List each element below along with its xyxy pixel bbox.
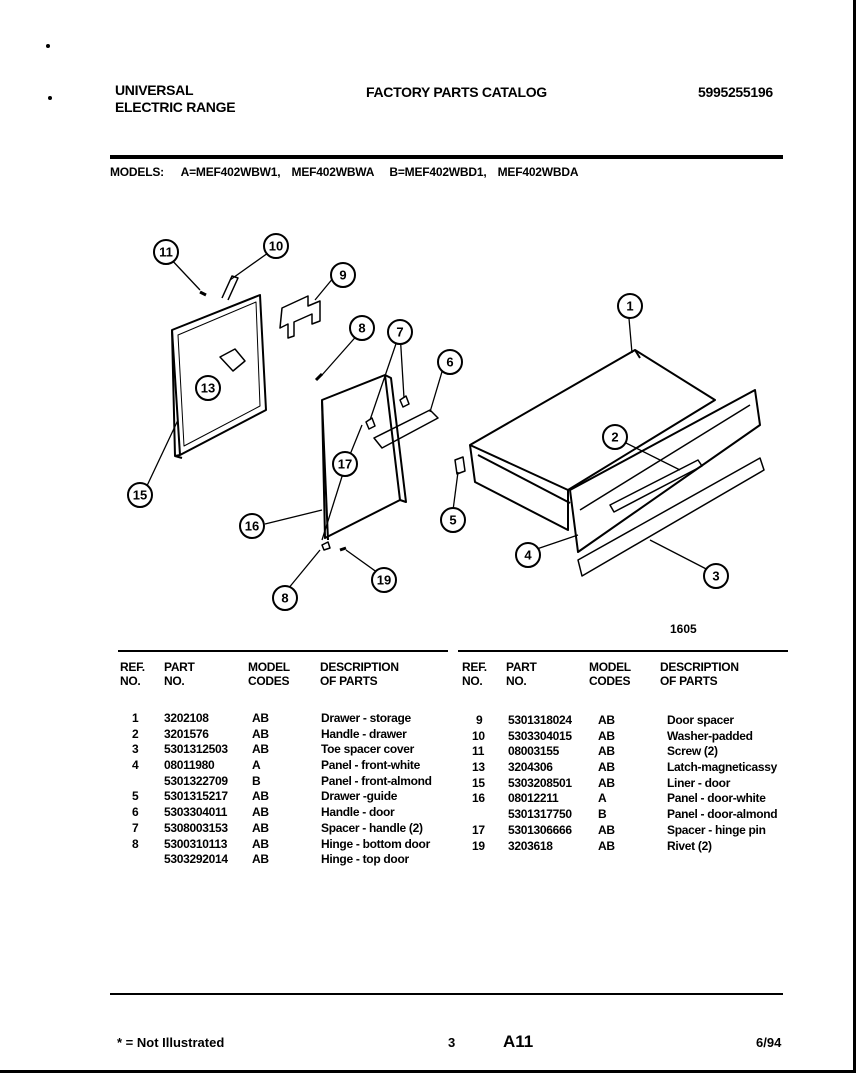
model-b2: MEF402WBDA <box>497 165 579 179</box>
callout-16: 16 <box>239 513 265 539</box>
svg-text:5: 5 <box>449 513 456 528</box>
svg-text:8: 8 <box>281 591 288 606</box>
page-number: 3 <box>448 1035 456 1050</box>
svg-text:11: 11 <box>159 245 173 260</box>
model-a1: A=MEF402WBW1, <box>180 165 281 179</box>
callout-5: 5 <box>440 507 466 533</box>
svg-text:10: 10 <box>269 239 283 254</box>
svg-text:16: 16 <box>245 519 259 534</box>
header-ref: REF.NO. <box>120 660 145 688</box>
table-rule-left <box>118 650 448 652</box>
callout-8-bottom: 8 <box>272 585 298 611</box>
svg-text:15: 15 <box>133 488 147 503</box>
models-line: MODELS: A=MEF402WBW1, MEF402WBWA B=MEF40… <box>110 165 586 179</box>
svg-text:3: 3 <box>712 569 719 584</box>
callout-15: 15 <box>127 482 153 508</box>
exploded-diagram: 1 2 3 4 5 6 7 8 8 9 10 11 13 15 16 17 19 <box>127 233 765 611</box>
model-a2: MEF402WBWA <box>291 165 375 179</box>
svg-text:8: 8 <box>358 321 365 336</box>
svg-text:13: 13 <box>201 381 215 396</box>
section-code: A11 <box>503 1032 534 1051</box>
catalog-title: FACTORY PARTS CATALOG <box>366 84 547 100</box>
footer-note: * = Not Illustrated <box>117 1035 225 1050</box>
table-rule-right <box>458 650 788 652</box>
scan-dot <box>46 44 50 48</box>
callout-19: 19 <box>371 567 397 593</box>
brand-line-2: ELECTRIC RANGE <box>115 99 236 115</box>
callout-8-top: 8 <box>349 315 375 341</box>
callout-10: 10 <box>263 233 289 259</box>
svg-text:19: 19 <box>377 573 391 588</box>
figure-number: 1605 <box>670 622 697 636</box>
catalog-number: 5995255196 <box>698 84 773 100</box>
svg-text:4: 4 <box>524 548 532 563</box>
storage-drawer-drawing <box>469 349 716 531</box>
svg-text:1: 1 <box>626 299 633 314</box>
svg-text:7: 7 <box>396 325 403 340</box>
callout-17: 17 <box>332 451 358 477</box>
brand-line-1: UNIVERSAL <box>115 82 194 98</box>
callout-6: 6 <box>437 349 463 375</box>
door-liner-drawing <box>171 294 267 459</box>
svg-text:6: 6 <box>446 355 453 370</box>
callout-3: 3 <box>703 563 729 589</box>
scan-dot <box>48 96 52 100</box>
callout-7: 7 <box>387 319 413 345</box>
callout-2: 2 <box>602 424 628 450</box>
header-rule <box>110 155 783 159</box>
footer-rule <box>110 993 783 995</box>
svg-text:17: 17 <box>338 457 352 472</box>
callout-13: 13 <box>195 375 221 401</box>
svg-text:9: 9 <box>339 268 346 283</box>
callout-4: 4 <box>515 542 541 568</box>
callout-9: 9 <box>330 262 356 288</box>
footer-date: 6/94 <box>756 1035 782 1050</box>
svg-text:2: 2 <box>611 430 618 445</box>
models-label: MODELS: <box>110 165 164 179</box>
callout-11: 11 <box>153 239 179 265</box>
brand-title: UNIVERSAL ELECTRIC RANGE <box>115 82 236 116</box>
callout-1: 1 <box>617 293 643 319</box>
model-b1: B=MEF402WBD1, <box>389 165 487 179</box>
header-ref-right: REF.NO. <box>462 660 487 688</box>
callouts: 1 2 3 4 5 6 7 8 8 9 10 11 13 15 16 17 19 <box>127 233 729 611</box>
